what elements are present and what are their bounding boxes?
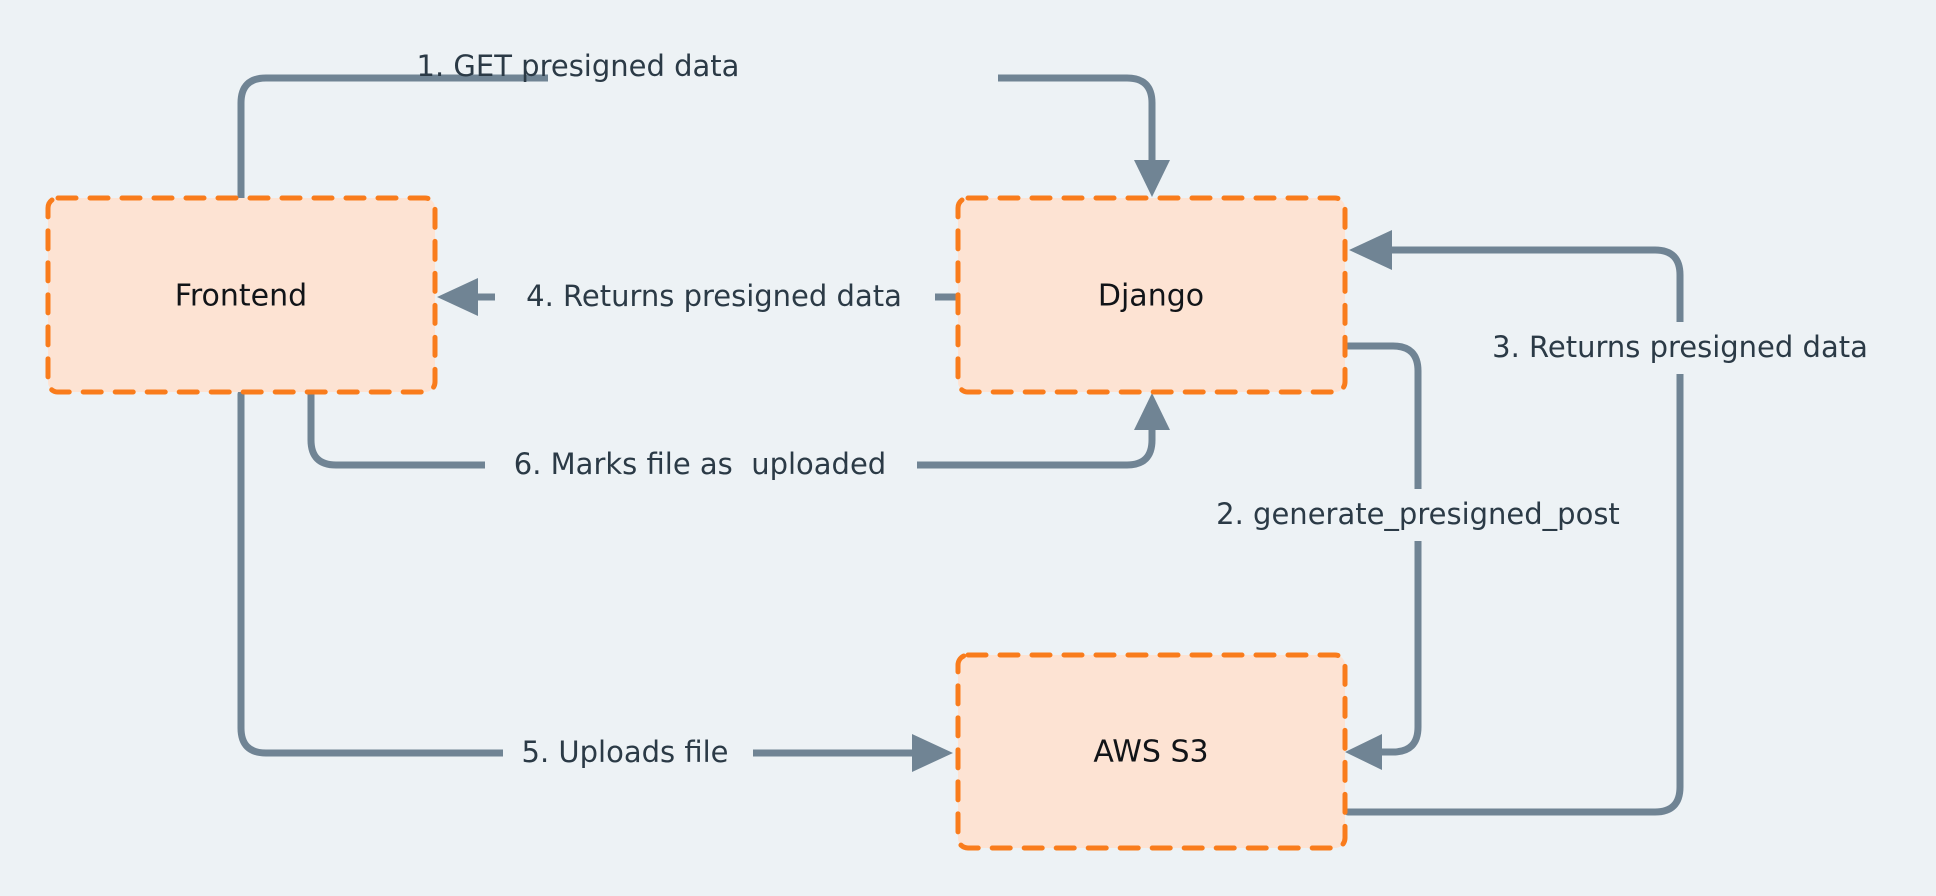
edge-1-get-presigned-data[interactable]: 1. GET presigned data — [237, 49, 1170, 203]
edge-6-label: 6. Marks file as uploaded — [514, 447, 886, 481]
edge-4-returns-presigned-data[interactable]: 4. Returns presigned data — [437, 272, 960, 322]
edge-2-path — [1344, 342, 1422, 756]
edge-3-label: 3. Returns presigned data — [1492, 330, 1868, 364]
edge-2-arrowhead — [1345, 734, 1382, 770]
edge-4-arrowhead — [437, 278, 478, 316]
node-frontend[interactable]: Frontend — [45, 195, 438, 395]
edge-5-uploads-file[interactable]: 5. Uploads file — [237, 390, 953, 778]
edge-2-label: 2. generate_presigned_post — [1216, 497, 1620, 531]
node-aws-s3[interactable]: AWS S3 — [955, 652, 1348, 851]
edge-6-marks-file-as-uploaded[interactable]: 6. Marks file as uploaded — [307, 390, 1170, 489]
edge-6-arrowhead — [1134, 393, 1170, 430]
node-django-box — [955, 195, 1348, 395]
node-aws-s3-label: AWS S3 — [1093, 735, 1208, 770]
edge-6-label-backdrop — [485, 441, 917, 489]
edge-5-label-backdrop — [503, 728, 753, 778]
edge-5-path — [237, 390, 916, 757]
edge-1-label: 1. GET presigned data — [417, 49, 740, 83]
edge-2-label-backdrop — [1198, 489, 1640, 541]
edge-3-returns-presigned-data[interactable]: 3. Returns presigned data — [1344, 230, 1888, 816]
node-frontend-box — [45, 195, 438, 395]
edge-4-label-backdrop — [495, 272, 935, 322]
edge-1-label-backdrop — [548, 52, 998, 86]
edge-2-generate-presigned-post[interactable]: 2. generate_presigned_post — [1198, 342, 1640, 770]
edge-3-label-backdrop — [1472, 322, 1888, 374]
edge-3-path — [1344, 246, 1684, 816]
node-aws-s3-box — [955, 652, 1348, 851]
node-frontend-label: Frontend — [175, 279, 307, 314]
edge-1-arrowhead — [1134, 160, 1170, 197]
node-django-label: Django — [1098, 279, 1204, 314]
edge-5-label: 5. Uploads file — [522, 735, 729, 769]
edge-4-label: 4. Returns presigned data — [526, 279, 902, 313]
edge-1-path — [237, 74, 1156, 203]
edge-3-arrowhead — [1349, 230, 1392, 270]
node-django[interactable]: Django — [955, 195, 1348, 395]
edge-5-arrowhead — [912, 734, 953, 772]
